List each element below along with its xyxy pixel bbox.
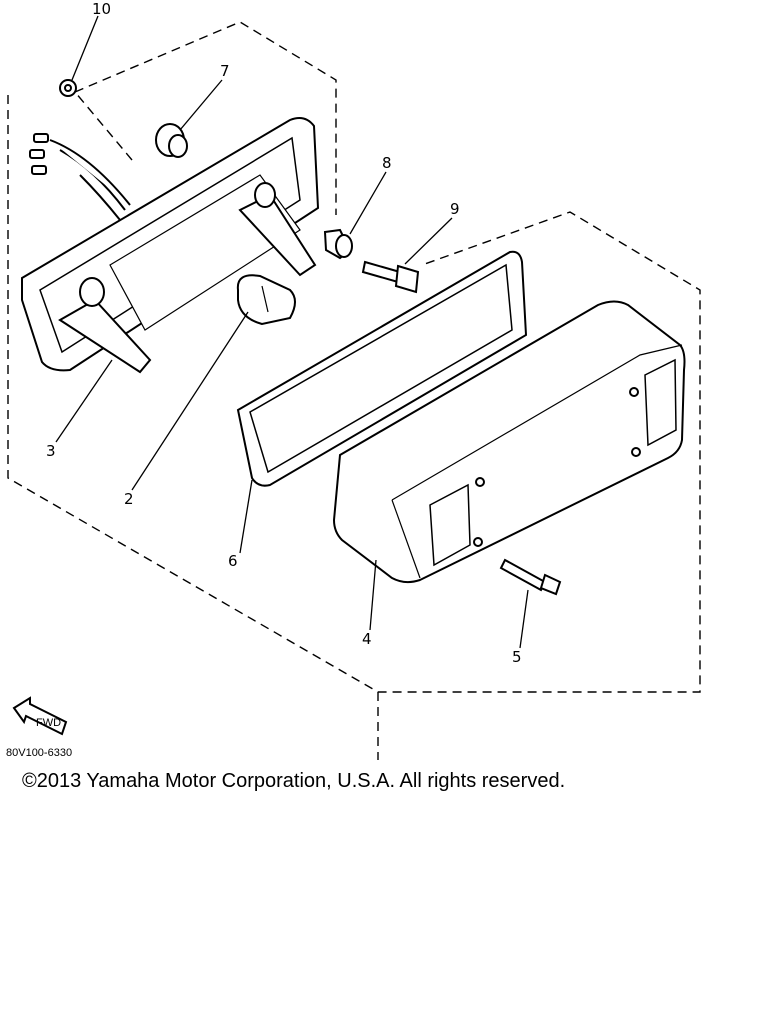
lamp-housing <box>21 117 320 374</box>
callout-2: 2 <box>124 490 134 508</box>
copyright-notice: ©2013 Yamaha Motor Corporation, U.S.A. A… <box>22 770 566 792</box>
leader-lines <box>55 15 529 649</box>
callout-5: 5 <box>512 648 522 666</box>
callout-10: 10 <box>92 0 111 18</box>
part-4-lens <box>332 300 686 584</box>
part-8-collar <box>323 228 353 260</box>
wire-leads <box>29 133 49 175</box>
part-9-screw <box>361 260 420 294</box>
diagram-code: 80V100-6330 <box>6 747 72 759</box>
callout-4: 4 <box>362 630 372 648</box>
fwd-arrow-icon: FWD <box>12 696 68 736</box>
callout-8: 8 <box>382 154 392 172</box>
part-5-screw <box>499 558 562 596</box>
callout-6: 6 <box>228 552 238 570</box>
callout-3: 3 <box>46 442 56 460</box>
callout-7: 7 <box>220 62 230 80</box>
part-7-grommet <box>155 123 188 158</box>
fwd-label: FWD <box>36 717 61 729</box>
part-2-bulb <box>236 274 296 326</box>
part-10-nut <box>59 79 77 97</box>
callout-9: 9 <box>450 200 460 218</box>
dashed-group-outlines <box>7 21 701 760</box>
part-6-gasket <box>236 250 528 487</box>
callout-numbers: 10 7 8 9 3 2 6 4 5 <box>46 0 522 666</box>
